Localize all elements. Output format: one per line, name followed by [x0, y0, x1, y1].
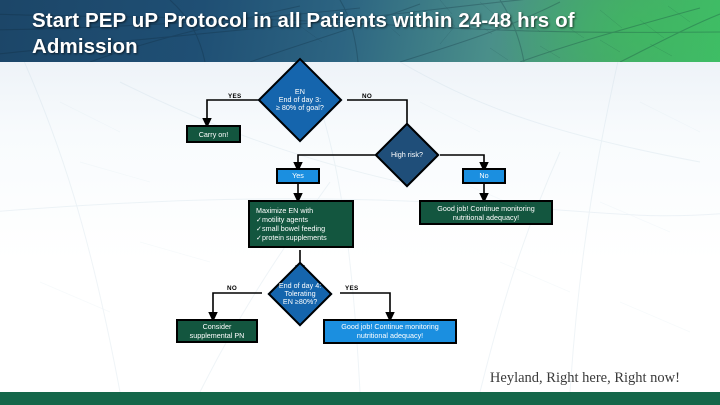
outcome-good-job-bottom[interactable]: Good job! Continue monitoring nutritiona… — [323, 319, 457, 344]
outcome-good-job-right[interactable]: Good job! Continue monitoring nutritiona… — [419, 200, 553, 225]
page-title: Start PEP uP Protocol in all Patients wi… — [32, 9, 575, 59]
outcome-good-job-right-line1: Good job! Continue monitoring — [437, 203, 535, 213]
decision-en-day4-line3: EN ≥80%? — [282, 297, 318, 307]
outcome-good-job-bottom-text: Good job! Continue monitoring nutritiona… — [341, 321, 439, 340]
outcome-consider-pn-line1: Consider — [202, 322, 232, 331]
attribution-footnote: Heyland, Right here, Right now! — [489, 370, 680, 386]
action-maximize-en-line2: ✓motility agents — [256, 215, 308, 224]
branch-no-label: No — [479, 170, 489, 180]
decision-en-day4[interactable]: End of day 4: Tolerating EN ≥80%? — [267, 261, 333, 327]
decision-en-day3-text: EN End of day 3: ≥ 80% of goal? — [276, 87, 324, 113]
outcome-good-job-right-text: Good job! Continue monitoring nutritiona… — [437, 204, 535, 222]
slide-header-banner: Start PEP uP Protocol in all Patients wi… — [0, 0, 720, 62]
outcome-good-job-right-line2: nutritional adequacy! — [452, 212, 520, 222]
decision-high-risk-text: High risk? — [391, 149, 423, 159]
decision-en-line3: ≥ 80% of goal? — [276, 103, 324, 113]
edge-label-yes-bottom: YES — [345, 285, 359, 292]
action-maximize-en-line4: ✓protein supplements — [256, 233, 327, 242]
leaf-vein-texture-icon — [0, 0, 720, 62]
decision-high-risk-line1: High risk? — [391, 149, 423, 159]
decision-en-day4-text: End of day 4: Tolerating EN ≥80%? — [279, 281, 321, 307]
edge-label-no-top: NO — [362, 93, 373, 100]
outcome-carry-on-label: Carry on! — [198, 129, 229, 139]
outcome-good-job-bottom-line2: nutritional adequacy! — [356, 330, 424, 340]
branch-yes-label: Yes — [292, 170, 304, 180]
outcome-good-job-bottom-line1: Good job! Continue monitoring — [341, 321, 439, 331]
decision-high-risk[interactable]: High risk? — [374, 122, 440, 188]
action-maximize-en-text: Maximize EN with ✓motility agents ✓small… — [256, 206, 327, 242]
edge-label-yes-top: YES — [228, 93, 242, 100]
edge-label-no-bottom: NO — [227, 285, 238, 292]
action-maximize-en[interactable]: Maximize EN with ✓motility agents ✓small… — [248, 200, 354, 248]
outcome-consider-pn-line2: supplemental PN — [189, 331, 245, 340]
outcome-consider-pn-text: Consider supplemental PN — [190, 322, 245, 340]
decision-en-day3[interactable]: EN End of day 3: ≥ 80% of goal? — [257, 57, 343, 143]
outcome-carry-on[interactable]: Carry on! — [186, 125, 241, 143]
outcome-consider-supplemental-pn[interactable]: Consider supplemental PN — [176, 319, 258, 343]
bottom-accent-bar — [0, 392, 720, 405]
branch-yes-high-risk[interactable]: Yes — [276, 168, 320, 184]
action-maximize-en-line1: Maximize EN with — [256, 206, 314, 215]
branch-no-high-risk[interactable]: No — [462, 168, 506, 184]
leaf-vein-watermark-icon — [0, 62, 720, 392]
action-maximize-en-line3: ✓small bowel feeding — [256, 224, 326, 233]
